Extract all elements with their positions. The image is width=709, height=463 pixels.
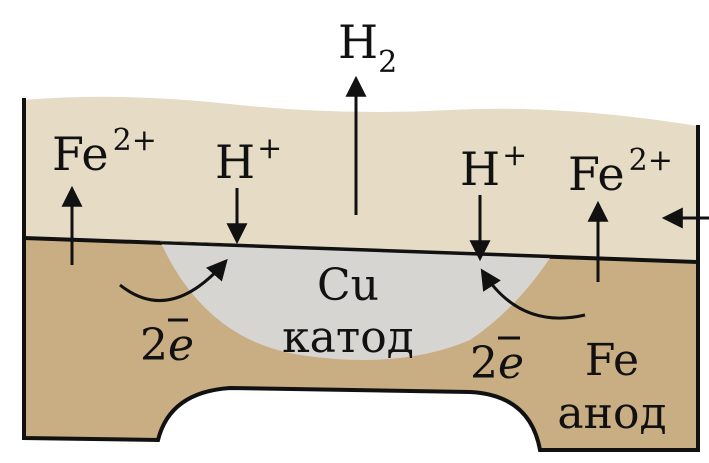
fe-right-label-base: Fe	[568, 147, 625, 201]
electrons-left-symbol: e	[168, 320, 194, 371]
electron-flow-left-arrow	[119, 258, 228, 302]
h-plus-right-label: H+	[460, 138, 527, 196]
h2-label-subscript: 2	[378, 45, 397, 80]
h-plus-left-label: H+	[215, 131, 282, 189]
electron-flow-right-arrow	[480, 268, 586, 320]
fe-left-label-charge: 2+	[113, 123, 157, 158]
anode-label: анод	[557, 388, 666, 439]
electrons-right-count: 2	[470, 338, 498, 389]
copper-cathode-region	[160, 241, 550, 360]
h-plus-right-charge: +	[502, 138, 527, 173]
cu-label: Cu	[317, 260, 379, 311]
metal-surface-line	[23, 236, 699, 264]
electrolyte-solution	[24, 96, 698, 262]
electrons-left-label: 2e	[140, 320, 194, 371]
fe-left-label-base: Fe	[52, 127, 109, 181]
electrons-left-count: 2	[140, 320, 168, 371]
electrons-right-symbol: e	[498, 338, 524, 389]
fe-anode-metal-label: Fe	[585, 335, 639, 386]
h-plus-left-charge: +	[257, 131, 282, 166]
cathode-label: катод	[282, 312, 414, 363]
h2-label: H2	[338, 15, 397, 80]
electrons-right-label: 2e	[470, 338, 524, 389]
h2-label-base: H	[338, 15, 378, 69]
h-plus-right-base: H	[460, 142, 500, 196]
fe-right-label-charge: 2+	[629, 143, 673, 178]
h-plus-left-base: H	[215, 135, 255, 189]
